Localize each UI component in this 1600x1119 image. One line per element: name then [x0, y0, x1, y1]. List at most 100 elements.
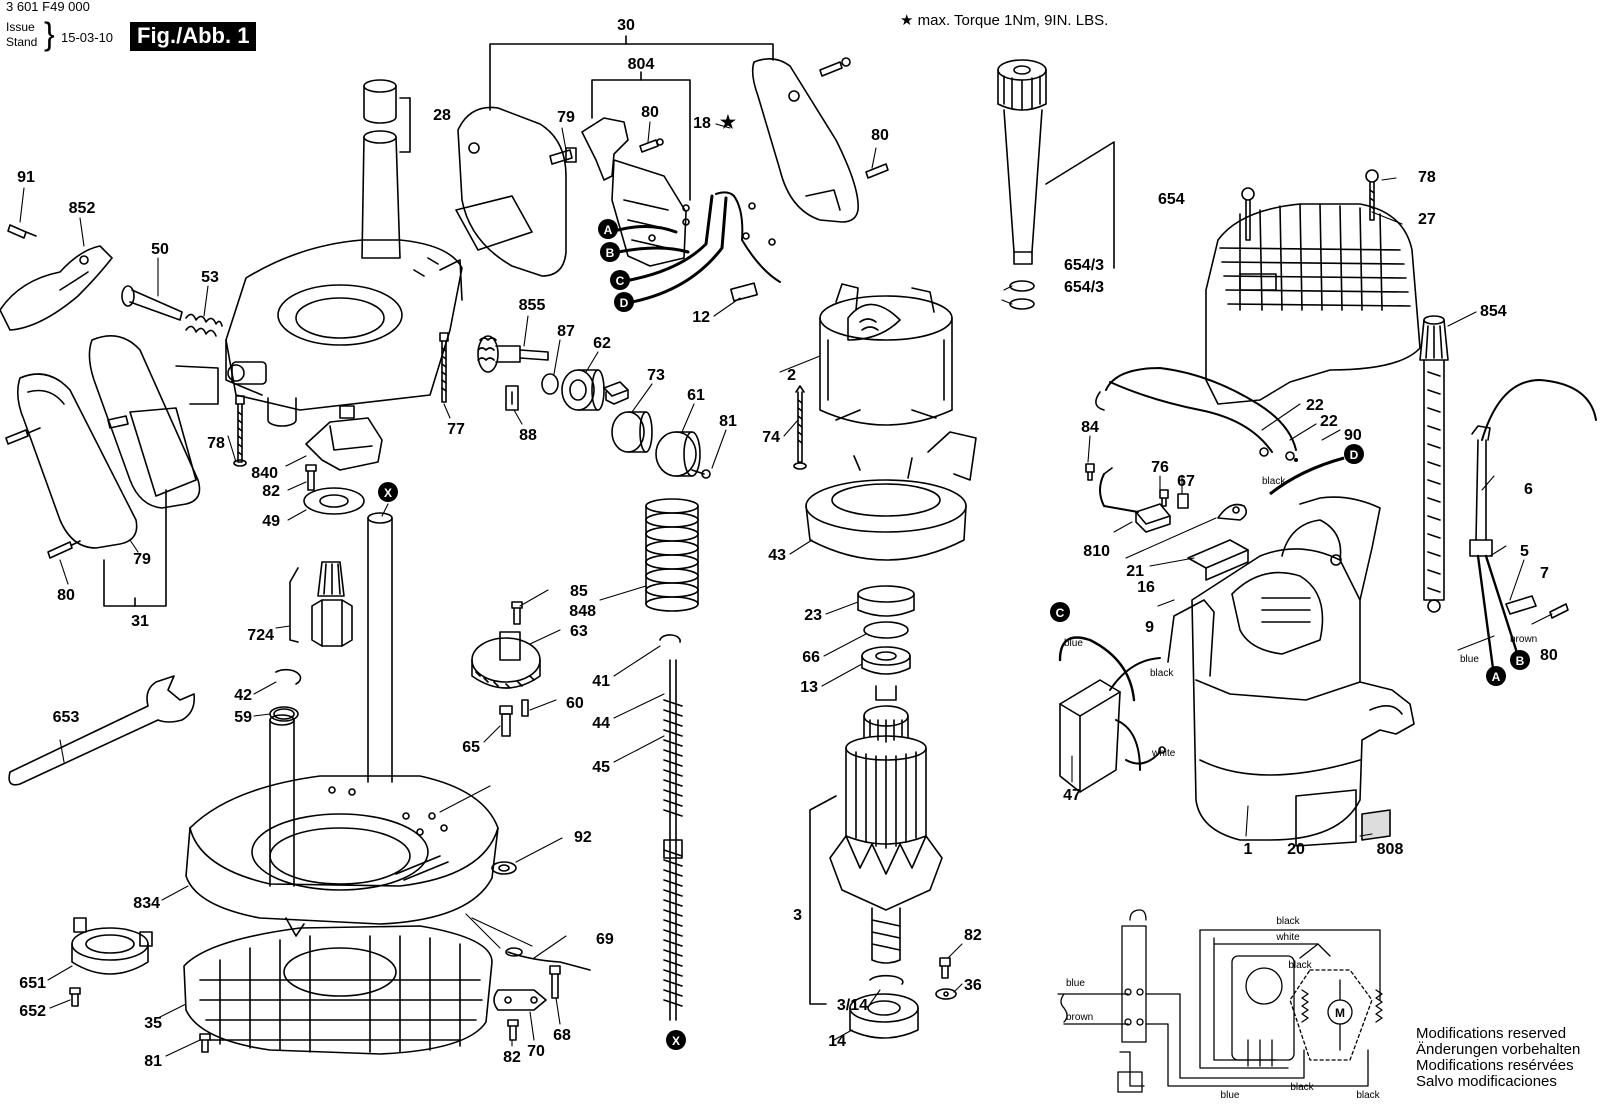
bracket-30	[489, 35, 774, 111]
screw-76	[1159, 489, 1169, 507]
screw-78-right	[1365, 169, 1379, 221]
callout-b-right-text: B	[1516, 654, 1525, 668]
part-number: 78	[207, 435, 225, 452]
part-number: 53	[201, 269, 219, 286]
switch-cover-left	[455, 106, 567, 277]
part-number: 12	[692, 309, 710, 326]
screw-91	[7, 224, 37, 239]
callout-d-right-text: D	[1350, 448, 1359, 462]
part-number: 44	[592, 715, 610, 732]
issue-labels: Issue Stand	[6, 20, 37, 50]
callout-x-bottom-text: X	[672, 1034, 680, 1048]
part-number: 652	[19, 1003, 46, 1020]
callout-a-right: A	[1486, 666, 1506, 686]
part-number: 13	[800, 679, 818, 696]
screw-84	[1085, 463, 1095, 481]
spring-21	[1217, 503, 1248, 521]
part-number: 45	[592, 759, 610, 776]
type-plate-20	[1295, 789, 1357, 847]
modifications-line: Salvo modificaciones	[1416, 1073, 1557, 1090]
part-number: 5	[1520, 543, 1529, 560]
part-number: 88	[519, 427, 537, 444]
leader-lines	[19, 121, 1553, 1057]
callout-a: A	[598, 219, 618, 239]
callout-d-right: D	[1344, 444, 1364, 464]
stand-label: Stand	[6, 35, 38, 49]
torque-note: ★ max. Torque 1Nm, 9IN. LBS.	[900, 11, 1108, 29]
callout-c: C	[610, 270, 630, 290]
pin-65	[499, 705, 513, 737]
part-number: 651	[19, 975, 46, 992]
part-number: 22	[1320, 413, 1338, 430]
part-number: 85	[570, 583, 588, 600]
wires-22	[1095, 367, 1297, 461]
o-ring-87	[541, 373, 559, 395]
motor-cover-27	[1205, 203, 1421, 405]
part-number: 3/14	[837, 997, 868, 1014]
pin-60	[521, 699, 529, 717]
part-number: 808	[1377, 841, 1404, 858]
part-number: 654	[1158, 191, 1185, 208]
column-rod-right	[367, 512, 393, 783]
column-rod-left	[269, 714, 295, 887]
callout-b-right: B	[1510, 650, 1530, 670]
schematic-label: blue	[1066, 978, 1085, 989]
modifications-line: Änderungen vorbehalten	[1416, 1041, 1581, 1058]
part-number: 80	[1540, 647, 1558, 664]
part-number: 810	[1083, 543, 1110, 560]
handle-half-left	[16, 373, 138, 549]
circlip-42	[275, 668, 302, 685]
screw-68	[549, 965, 561, 999]
screw-77	[439, 332, 449, 403]
screw-652	[69, 987, 81, 1007]
part-number: 82	[964, 927, 982, 944]
part-number: 848	[569, 603, 596, 620]
document-number: 3 601 F49 000	[6, 0, 90, 14]
washer-59	[269, 706, 299, 722]
torque-text: max. Torque 1Nm, 9IN. LBS.	[917, 12, 1109, 29]
latch-840	[305, 405, 383, 471]
nut-73b	[611, 411, 653, 453]
callout-x-bottom: X	[666, 1030, 686, 1050]
wire-label: white	[1151, 748, 1176, 759]
star-icon: ★	[720, 112, 737, 132]
part-number: 21	[1126, 563, 1144, 580]
spring-45	[663, 699, 683, 1007]
part-number: 62	[593, 335, 611, 352]
ring-66	[863, 621, 909, 639]
screw-80-switch	[639, 138, 664, 153]
callout-c-right-text: C	[1056, 606, 1065, 620]
part-number: 76	[1151, 459, 1169, 476]
part-number: 27	[1418, 211, 1436, 228]
part-number: 30	[617, 17, 635, 34]
schematic-label: black	[1288, 960, 1312, 971]
callouts: A B C D X X D C A B	[378, 219, 1530, 1050]
schematic-label: black	[1290, 1082, 1314, 1093]
part-number: 77	[447, 421, 465, 438]
part-number: 87	[557, 323, 575, 340]
part-number: 79	[133, 551, 151, 568]
callout-a-right-text: A	[1492, 670, 1501, 684]
brush-lead	[1099, 467, 1139, 513]
screw-74	[793, 385, 807, 470]
turret-63	[471, 631, 541, 689]
part-number: 654/3	[1064, 257, 1104, 274]
wire-label: blue	[1460, 654, 1479, 665]
wire-labels: black blue black white blue brown	[1064, 476, 1537, 759]
figure-label: Fig./Abb. 1	[130, 22, 257, 51]
wire-label: brown	[1510, 634, 1537, 645]
switch-assembly-804	[581, 117, 690, 267]
router-base-834	[185, 775, 499, 937]
collet-724	[311, 561, 353, 647]
adjust-rod-854	[1419, 315, 1449, 613]
handle-half-right	[88, 334, 219, 509]
o-rings-654-3	[1009, 280, 1035, 310]
issue-date: 15-03-10	[61, 30, 114, 45]
screw-78	[233, 395, 247, 467]
suppressor-47	[1058, 636, 1166, 793]
lock-plate-70	[493, 989, 547, 1011]
part-number: 81	[719, 413, 737, 430]
part-number: 74	[762, 429, 780, 446]
part-number: 90	[1344, 427, 1362, 444]
